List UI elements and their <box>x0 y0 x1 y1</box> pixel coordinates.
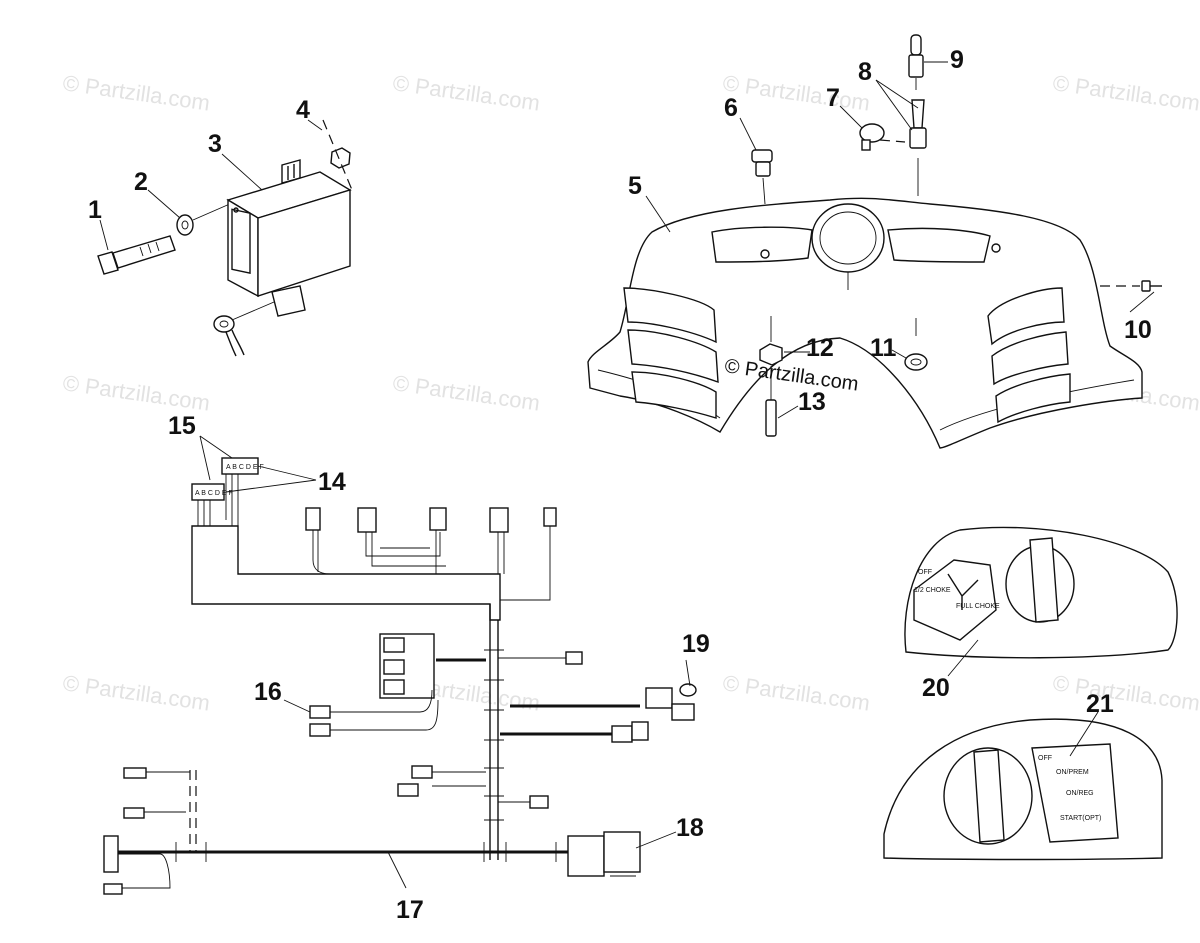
watermark: © Partzilla.com <box>721 670 871 715</box>
callout-2: 2 <box>134 168 148 196</box>
module-assembly <box>97 119 353 357</box>
callout-14: 14 <box>318 468 346 496</box>
left-connectors <box>103 767 207 895</box>
choke-label-off: OFF <box>918 569 932 576</box>
bolt <box>97 235 176 275</box>
nut <box>322 119 353 191</box>
choke-label-half: 1/2 CHOKE <box>914 587 951 594</box>
wiring-harness: A B C D E F A B C D E F <box>103 457 697 895</box>
callout-10: 10 <box>1124 316 1152 344</box>
callout-18: 18 <box>676 814 704 842</box>
screw <box>1100 280 1162 292</box>
callout-8: 8 <box>858 58 872 86</box>
watermark: © Partzilla.com <box>1051 70 1200 115</box>
callout-numbers: 1 2 3 4 5 6 7 8 9 10 11 12 13 14 15 16 1… <box>88 46 1152 924</box>
bulb <box>859 123 906 151</box>
watermark: © Partzilla.com <box>1051 670 1200 715</box>
socket <box>909 99 927 196</box>
callout-12: 12 <box>806 334 834 362</box>
right-connectors <box>500 683 697 743</box>
connector-pair: A B C D E F A B C D E F <box>191 457 264 526</box>
leader-lines <box>99 61 1155 889</box>
callout-7: 7 <box>826 84 840 112</box>
main-connector <box>483 831 641 877</box>
connector-code-upper: A B C D E F <box>226 464 264 471</box>
ignition-label-off: OFF <box>1038 755 1052 762</box>
callout-17: 17 <box>396 896 424 924</box>
grommet <box>904 318 928 371</box>
choke-label-full: FULL CHOKE <box>956 603 1000 610</box>
ignition-panel: OFF ON/PREM ON/REG START(OPT) <box>883 718 1163 861</box>
callout-13: 13 <box>798 388 826 416</box>
callout-9: 9 <box>950 46 964 74</box>
ignition-label-start: START(OPT) <box>1060 815 1101 822</box>
switch <box>751 149 773 205</box>
ignition-label-on-reg: ON/REG <box>1066 790 1094 797</box>
watermark: © Partzilla.com <box>391 70 541 115</box>
callout-5: 5 <box>628 172 642 200</box>
connector-code-lower: A B C D E F <box>195 490 233 497</box>
callout-21: 21 <box>1086 690 1114 718</box>
trunk-stubs <box>397 649 583 821</box>
callout-1: 1 <box>88 196 102 224</box>
watermark: © Partzilla.com <box>61 670 211 715</box>
callout-4: 4 <box>296 96 310 124</box>
lamp <box>908 34 924 90</box>
watermark: © Partzilla.com <box>721 70 871 115</box>
watermark: © Partzilla.com <box>391 370 541 415</box>
harness-branch-upper <box>305 507 557 601</box>
connector-cluster <box>309 633 486 737</box>
callout-15: 15 <box>168 412 196 440</box>
callout-11: 11 <box>870 334 897 362</box>
dash-pod <box>587 197 1143 449</box>
callout-16: 16 <box>254 678 282 706</box>
callout-6: 6 <box>724 94 738 122</box>
watermark: © Partzilla.com <box>61 370 211 415</box>
callout-20: 20 <box>922 674 950 702</box>
ignition-label-on-prem: ON/PREM <box>1056 769 1089 776</box>
cdi-module <box>226 159 352 317</box>
choke-panel: OFF 1/2 CHOKE FULL CHOKE <box>904 526 1178 659</box>
indicator-light <box>759 316 783 437</box>
callout-19: 19 <box>682 630 710 658</box>
watermark: © Partzilla.com <box>61 70 211 115</box>
washer <box>176 214 194 236</box>
ground-terminal <box>213 301 275 357</box>
callout-3: 3 <box>208 130 222 158</box>
